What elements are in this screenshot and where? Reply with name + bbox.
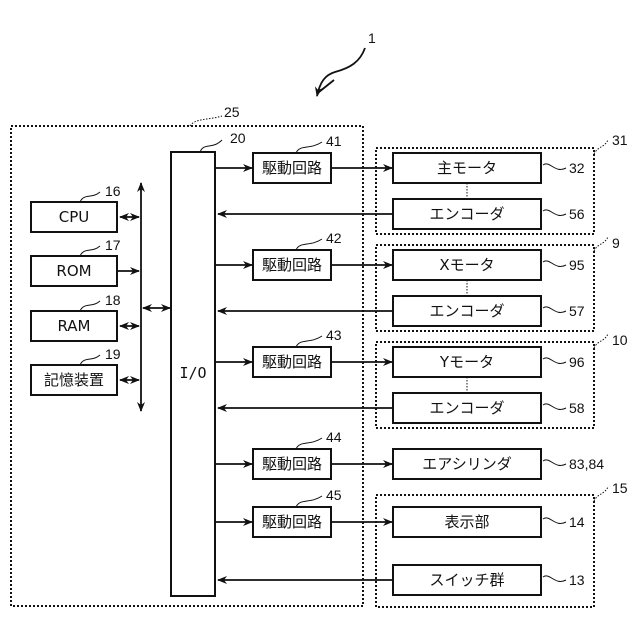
device-label: 主モータ xyxy=(437,159,497,177)
device-ref-leader xyxy=(543,210,566,216)
system-ref-arrow: 1 xyxy=(317,30,376,96)
driver-ref: 43 xyxy=(326,327,342,343)
air-cylinder-ref: 83,84 xyxy=(569,456,604,472)
device-ref-leader xyxy=(543,576,566,582)
driver-ref: 44 xyxy=(326,429,342,445)
component-rom: ROM 17 xyxy=(31,237,139,286)
device-ref-leader xyxy=(543,518,566,524)
storage-ref-leader xyxy=(80,355,100,365)
driver-label: 駆動回路 xyxy=(262,513,322,531)
io-ref: 20 xyxy=(230,130,246,146)
device-ref: 96 xyxy=(569,354,585,370)
driver-circuit: 駆動回路43 xyxy=(215,327,392,377)
device-label: エンコーダ xyxy=(429,205,504,223)
group-ref-leader xyxy=(594,140,608,154)
driver-ref: 41 xyxy=(326,133,342,149)
device-ref-leader xyxy=(543,358,566,364)
component-storage: 記憶装置19 xyxy=(31,346,139,395)
device-ref: 32 xyxy=(569,160,585,176)
device-ref: 14 xyxy=(569,514,585,530)
device-ref-leader xyxy=(543,307,566,313)
group-ref-leader xyxy=(594,334,608,348)
driver-circuit: 駆動回路42 xyxy=(215,230,392,280)
device-group-15: 15 表示部 14 スイッチ群 13 xyxy=(218,480,628,607)
driver-ref-leader xyxy=(296,336,322,347)
group-ref: 15 xyxy=(612,480,628,496)
driver-ref-leader xyxy=(296,239,322,250)
device-ref-leader xyxy=(543,164,566,170)
ram-label: RAM xyxy=(57,317,90,335)
driver-ref-leader xyxy=(296,496,322,507)
driver-ref: 45 xyxy=(326,487,342,503)
driver-ref: 42 xyxy=(326,230,342,246)
group-ref: 31 xyxy=(612,132,628,148)
controller-ref: 25 xyxy=(224,104,240,120)
device-ref: 57 xyxy=(569,303,585,319)
driver-ref-leader xyxy=(296,142,322,153)
io-label: I/O xyxy=(179,364,206,382)
component-cpu: CPU 16 xyxy=(31,183,139,232)
device-label: 表示部 xyxy=(444,513,489,531)
device-label: スイッチ群 xyxy=(429,571,504,589)
air-cylinder-label: エアシリンダ xyxy=(422,455,511,473)
group-ref: 9 xyxy=(612,235,620,251)
device-ref: 56 xyxy=(569,206,585,222)
rom-label: ROM xyxy=(56,262,91,280)
io-ref-leader xyxy=(200,140,222,152)
ram-ref: 18 xyxy=(105,292,121,308)
driver-label: 駆動回路 xyxy=(262,353,322,371)
device-ref: 58 xyxy=(569,400,585,416)
component-ram: RAM 18 xyxy=(31,292,139,341)
device-label: Xモータ xyxy=(439,256,494,274)
device-label: エンコーダ xyxy=(429,302,504,320)
rom-ref: 17 xyxy=(105,237,121,253)
cpu-ref-leader xyxy=(80,192,100,202)
device-label: Yモータ xyxy=(439,353,494,371)
device-ref-leader xyxy=(543,261,566,267)
storage-label: 記憶装置 xyxy=(44,371,104,389)
driver-circuit: 駆動回路45 xyxy=(215,487,392,537)
ram-ref-leader xyxy=(80,301,100,311)
cpu-label: CPU xyxy=(59,208,90,226)
driver-label: 駆動回路 xyxy=(262,159,322,177)
driver-label: 駆動回路 xyxy=(262,455,322,473)
group-ref-leader xyxy=(594,487,608,501)
controller-ref-leader xyxy=(190,116,222,126)
driver-label: 駆動回路 xyxy=(262,256,322,274)
air-cylinder: エアシリンダ 83,84 xyxy=(393,449,604,479)
rom-ref-leader xyxy=(80,246,100,256)
device-ref: 95 xyxy=(569,257,585,273)
driver-ref-leader xyxy=(296,438,322,449)
device-ref: 13 xyxy=(569,572,585,588)
storage-ref: 19 xyxy=(105,346,121,362)
group-ref: 10 xyxy=(612,332,628,348)
device-label: エンコーダ xyxy=(429,399,504,417)
system-ref-label: 1 xyxy=(368,30,376,46)
group-ref-leader xyxy=(594,237,608,251)
air-cylinder-ref-leader xyxy=(543,460,566,466)
driver-circuit: 駆動回路44 xyxy=(215,429,392,479)
cpu-ref: 16 xyxy=(105,183,121,199)
device-ref-leader xyxy=(543,404,566,410)
